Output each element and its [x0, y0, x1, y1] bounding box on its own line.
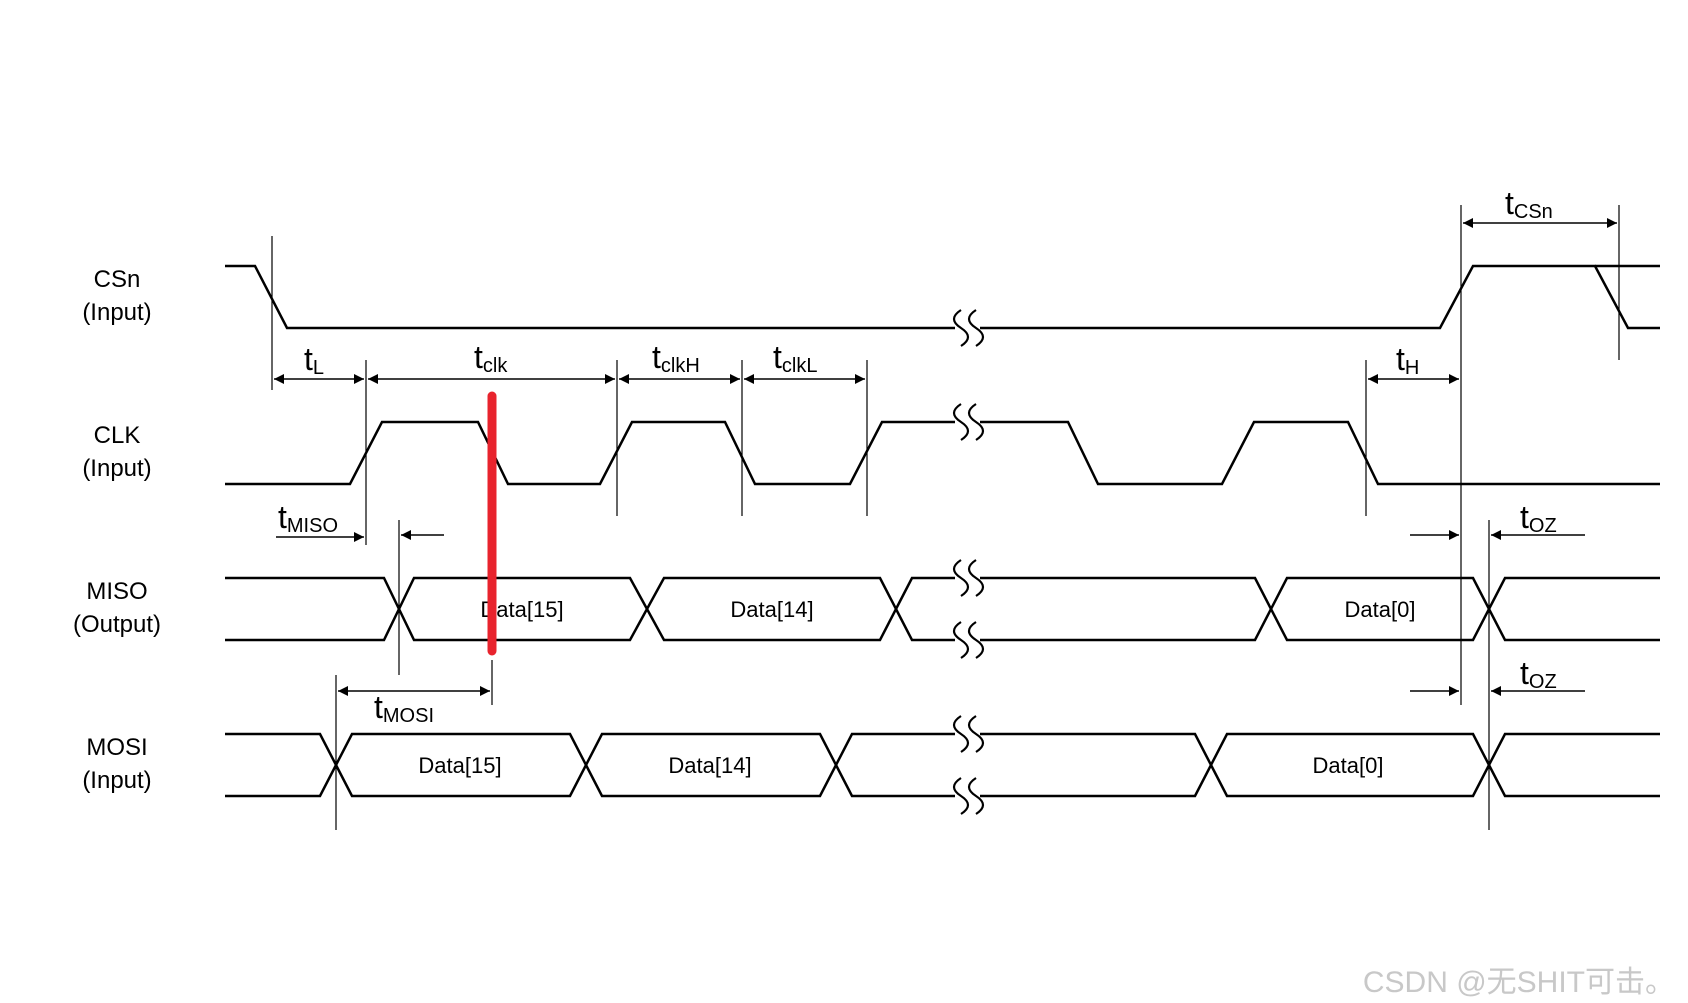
break-symbols [952, 309, 985, 815]
label-tOZ-miso: tOZ [1520, 499, 1557, 537]
mosi-data-0: Data[0] [1313, 753, 1384, 778]
mosi-data-14: Data[14] [668, 753, 751, 778]
break-miso-top [952, 559, 985, 597]
mosi-label: MOSI (Input) [82, 734, 151, 794]
mosi-dir: (Input) [82, 767, 151, 794]
label-tOZ-mosi: tOZ [1520, 655, 1557, 693]
data-labels: Data[15] Data[14] Data[0] Data[15] Data[… [418, 597, 1415, 778]
label-tclk: tclk [474, 339, 508, 377]
csn-dir: (Input) [82, 299, 151, 326]
csn-name: CSn [94, 266, 141, 293]
clk-dir: (Input) [82, 455, 151, 482]
watermark: CSDN @无SHIT可击。 [1363, 966, 1675, 999]
break-mosi-top [952, 715, 985, 753]
miso-name: MISO [86, 578, 147, 605]
timing-labels: tL tclk tclkH tclkL tH tCSn tMISO tMOSI … [278, 185, 1557, 727]
break-mosi-bottom [952, 777, 985, 815]
label-tclkH: tclkH [652, 339, 700, 377]
label-tH: tH [1396, 341, 1419, 379]
clk-waveform [225, 420, 1660, 486]
miso-data-0: Data[0] [1345, 597, 1416, 622]
label-tCSn: tCSn [1505, 185, 1553, 223]
label-tclkL: tclkL [773, 339, 817, 377]
label-tMISO: tMISO [278, 499, 338, 537]
break-csn [952, 309, 985, 347]
break-miso-bottom [952, 621, 985, 659]
label-tL: tL [304, 341, 324, 379]
csn-waveform [225, 264, 1660, 330]
clk-label: CLK (Input) [82, 422, 151, 482]
mosi-name: MOSI [86, 734, 147, 761]
clk-name: CLK [94, 422, 141, 449]
guide-lines [271, 205, 1620, 830]
dimension-arrows [274, 218, 1617, 696]
label-tMOSI: tMOSI [374, 689, 434, 727]
miso-dir: (Output) [73, 611, 161, 638]
miso-data-14: Data[14] [730, 597, 813, 622]
miso-waveform [225, 576, 1660, 642]
break-clk [952, 403, 985, 441]
mosi-waveform [225, 732, 1660, 798]
csn-label: CSn (Input) [82, 266, 151, 326]
miso-label: MISO (Output) [73, 578, 161, 638]
mosi-data-15: Data[15] [418, 753, 501, 778]
